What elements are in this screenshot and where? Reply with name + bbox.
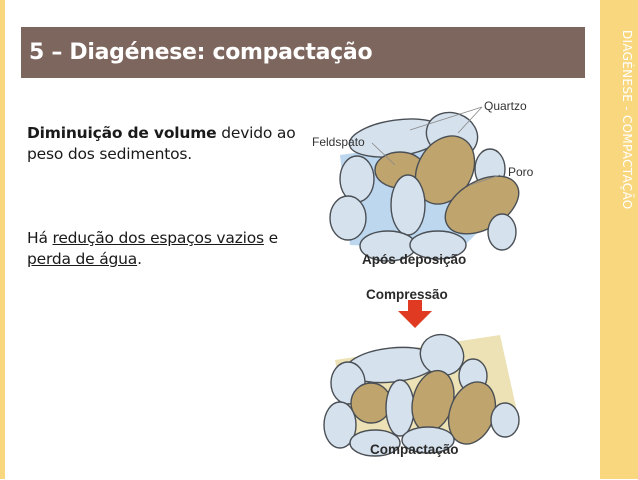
down-arrow-icon — [398, 300, 432, 328]
caption-compaction: Compactação — [370, 442, 459, 457]
sediment-grains-illustration — [323, 106, 520, 457]
compaction-diagram: Quartzo Feldspato Poro Após deposição Co… — [300, 85, 560, 475]
label-quartz: Quartzo — [484, 99, 527, 113]
deposited-sediment — [329, 111, 520, 262]
bold-phrase: Diminuição de volume — [27, 124, 217, 142]
caption-compression: Compressão — [366, 287, 448, 302]
underlined-phrase-water-loss: perda de água — [27, 250, 138, 268]
compacted-sediment — [323, 333, 520, 457]
left-accent-strip — [0, 0, 5, 479]
underlined-phrase-void-reduction: redução dos espaços vazios — [52, 229, 264, 247]
leader-lines — [371, 106, 501, 186]
label-pore: Poro — [508, 165, 534, 179]
label-feldspar: Feldspato — [312, 135, 365, 149]
paragraph-middle: e — [263, 229, 279, 247]
paragraph-text: devido ao peso dos sedimentos. — [27, 124, 296, 163]
paragraph-volume: Diminuição de volume devido ao peso dos … — [27, 123, 307, 165]
paragraph-prefix: Há — [27, 229, 53, 247]
title-bar: 5 – Diagénese: compactação — [21, 27, 585, 78]
caption-after-deposition: Após deposição — [362, 252, 467, 267]
paragraph-suffix: . — [137, 250, 142, 268]
paragraph-reduction: Há redução dos espaços vazios e perda de… — [27, 228, 307, 270]
right-accent-band — [600, 0, 638, 479]
side-section-label: DIAGÉNESE - COMPACTAÇÃO — [620, 30, 634, 210]
slide-title: 5 – Diagénese: compactação — [29, 40, 373, 65]
